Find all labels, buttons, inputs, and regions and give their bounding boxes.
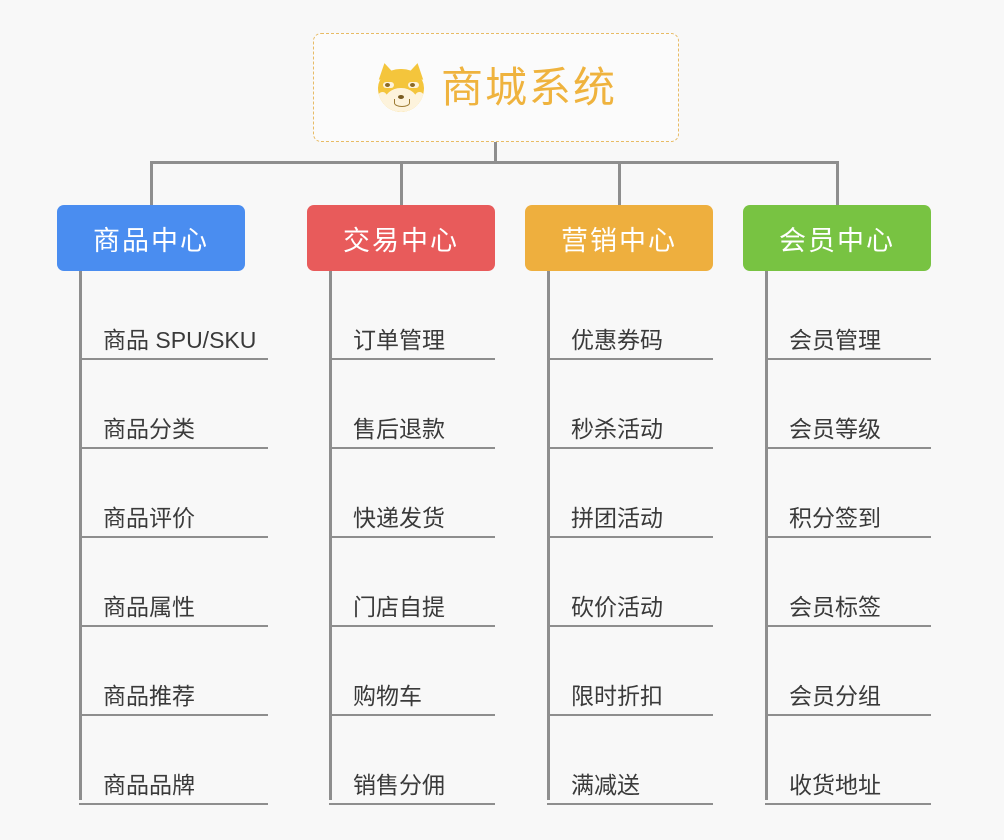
leaf-label: 商品推荐 bbox=[103, 682, 195, 709]
leaf-label: 快递发货 bbox=[353, 504, 445, 531]
leaf-label: 拼团活动 bbox=[571, 504, 663, 531]
leaf-label: 满减送 bbox=[571, 771, 640, 798]
leaf-item[interactable]: 商品评价 bbox=[79, 449, 269, 538]
leaf-item[interactable]: 收货地址 bbox=[765, 716, 931, 805]
branch-title-2: 交易中心 bbox=[343, 225, 459, 256]
branch-column-4: 会员中心 会员管理 会员等级 积分签到 会员标签 会员分组 收货地址 bbox=[743, 205, 931, 805]
leaf-item[interactable]: 砍价活动 bbox=[547, 538, 713, 627]
leaf-label: 收货地址 bbox=[789, 771, 881, 798]
leaf-item[interactable]: 商品品牌 bbox=[79, 716, 269, 805]
leaf-item[interactable]: 限时折扣 bbox=[547, 627, 713, 716]
connector-root-stem bbox=[494, 142, 497, 163]
leaf-label: 商品分类 bbox=[103, 415, 195, 442]
branch-header-3[interactable]: 营销中心 bbox=[525, 205, 713, 271]
root-node-title: 商城系统 bbox=[440, 63, 617, 111]
branch-header-2[interactable]: 交易中心 bbox=[307, 205, 495, 271]
leaf-label: 售后退款 bbox=[353, 415, 445, 442]
leaf-list-4: 会员管理 会员等级 积分签到 会员标签 会员分组 收货地址 bbox=[743, 271, 931, 805]
leaf-item[interactable]: 拼团活动 bbox=[547, 449, 713, 538]
leaf-label: 商品评价 bbox=[103, 504, 195, 531]
leaf-list-2: 订单管理 售后退款 快递发货 门店自提 购物车 销售分佣 bbox=[307, 271, 495, 805]
leaf-label: 商品品牌 bbox=[103, 771, 195, 798]
leaf-label: 限时折扣 bbox=[571, 682, 663, 709]
leaf-list-3: 优惠券码 秒杀活动 拼团活动 砍价活动 限时折扣 满减送 bbox=[525, 271, 713, 805]
leaf-label: 商品属性 bbox=[103, 593, 195, 620]
leaf-item[interactable]: 会员分组 bbox=[765, 627, 931, 716]
leaf-label: 购物车 bbox=[353, 682, 422, 709]
leaf-item[interactable]: 商品属性 bbox=[79, 538, 269, 627]
branch-spine-4 bbox=[765, 271, 768, 800]
connector-drop-4 bbox=[836, 161, 839, 205]
root-node-shopping-mall-system[interactable]: 商城系统 bbox=[313, 33, 679, 142]
branch-header-1[interactable]: 商品中心 bbox=[57, 205, 245, 271]
leaf-list-1: 商品 SPU/SKU 商品分类 商品评价 商品属性 商品推荐 商品品牌 bbox=[57, 271, 269, 805]
leaf-label: 秒杀活动 bbox=[571, 415, 663, 442]
branch-title-1: 商品中心 bbox=[93, 225, 209, 256]
leaf-item[interactable]: 快递发货 bbox=[329, 449, 495, 538]
branch-header-4[interactable]: 会员中心 bbox=[743, 205, 931, 271]
leaf-label: 积分签到 bbox=[789, 504, 881, 531]
leaf-item[interactable]: 秒杀活动 bbox=[547, 360, 713, 449]
leaf-label: 销售分佣 bbox=[353, 771, 445, 798]
branch-title-3: 营销中心 bbox=[561, 225, 677, 256]
leaf-label: 会员等级 bbox=[789, 415, 881, 442]
leaf-label: 优惠券码 bbox=[571, 326, 663, 353]
connector-drop-1 bbox=[150, 161, 153, 205]
leaf-label: 商品 SPU/SKU bbox=[103, 326, 257, 353]
leaf-item[interactable]: 优惠券码 bbox=[547, 271, 713, 360]
leaf-item[interactable]: 订单管理 bbox=[329, 271, 495, 360]
leaf-item[interactable]: 商品 SPU/SKU bbox=[79, 271, 269, 360]
leaf-item[interactable]: 门店自提 bbox=[329, 538, 495, 627]
branch-column-3: 营销中心 优惠券码 秒杀活动 拼团活动 砍价活动 限时折扣 满减送 bbox=[525, 205, 713, 805]
leaf-item[interactable]: 积分签到 bbox=[765, 449, 931, 538]
leaf-item[interactable]: 购物车 bbox=[329, 627, 495, 716]
leaf-item[interactable]: 会员等级 bbox=[765, 360, 931, 449]
leaf-item[interactable]: 销售分佣 bbox=[329, 716, 495, 805]
shiba-dog-face-icon bbox=[375, 60, 427, 114]
leaf-item[interactable]: 商品推荐 bbox=[79, 627, 269, 716]
leaf-item[interactable]: 会员管理 bbox=[765, 271, 931, 360]
leaf-item[interactable]: 售后退款 bbox=[329, 360, 495, 449]
branch-spine-3 bbox=[547, 271, 550, 800]
leaf-item[interactable]: 商品分类 bbox=[79, 360, 269, 449]
leaf-item[interactable]: 会员标签 bbox=[765, 538, 931, 627]
branch-spine-1 bbox=[79, 271, 82, 800]
branch-title-4: 会员中心 bbox=[779, 225, 895, 256]
connector-drop-3 bbox=[618, 161, 621, 205]
leaf-label: 订单管理 bbox=[353, 326, 445, 353]
leaf-label: 门店自提 bbox=[353, 593, 445, 620]
branch-column-1: 商品中心 商品 SPU/SKU 商品分类 商品评价 商品属性 商品推荐 商品品牌 bbox=[57, 205, 269, 805]
connector-drop-2 bbox=[400, 161, 403, 205]
connector-horizontal-bus bbox=[150, 161, 839, 164]
leaf-label: 砍价活动 bbox=[571, 593, 663, 620]
branch-spine-2 bbox=[329, 271, 332, 800]
leaf-label: 会员分组 bbox=[789, 682, 881, 709]
leaf-label: 会员管理 bbox=[789, 326, 881, 353]
leaf-label: 会员标签 bbox=[789, 593, 881, 620]
leaf-item[interactable]: 满减送 bbox=[547, 716, 713, 805]
branch-column-2: 交易中心 订单管理 售后退款 快递发货 门店自提 购物车 销售分佣 bbox=[307, 205, 495, 805]
